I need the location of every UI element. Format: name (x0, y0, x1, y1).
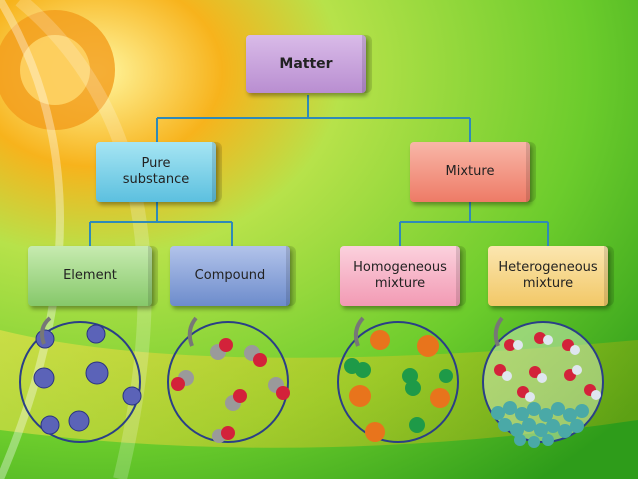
node-matter: Matter (246, 35, 372, 93)
node-mixture: Mixture (410, 142, 536, 202)
node-element: Element (28, 246, 158, 306)
node-homogeneous-mixture: Homogeneous mixture (340, 246, 466, 306)
node-compound: Compound (170, 246, 296, 306)
node-heterogeneous-mixture: Heterogeneous mixture (488, 246, 614, 306)
node-pure-substance: Pure substance (96, 142, 222, 202)
